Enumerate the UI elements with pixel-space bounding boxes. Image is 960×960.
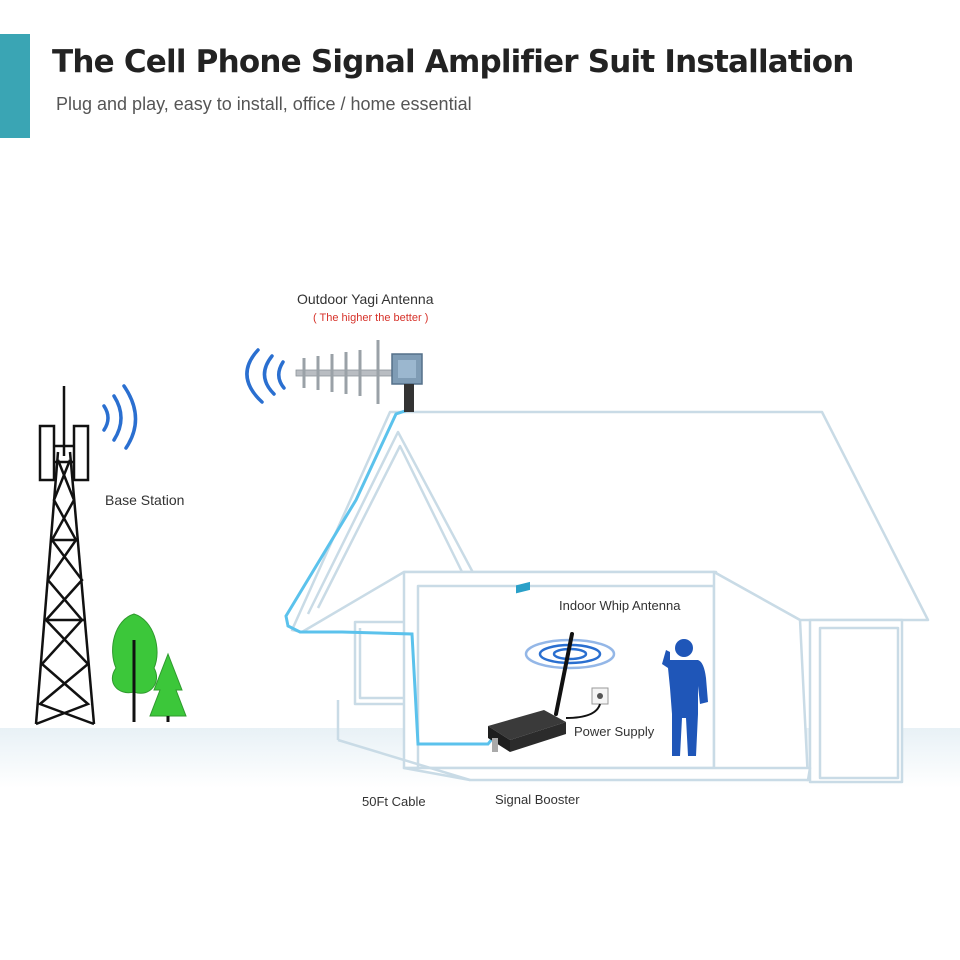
outdoor-antenna-note: ( The higher the better ) xyxy=(313,312,429,324)
cable-label: 50Ft Cable xyxy=(362,794,426,809)
coax-cable xyxy=(284,408,498,746)
power-supply-label: Power Supply xyxy=(574,724,655,739)
accent-bar xyxy=(0,34,30,138)
house xyxy=(290,410,930,784)
whip-antenna xyxy=(554,632,574,716)
tower-signal-waves xyxy=(102,384,138,450)
page-subtitle: Plug and play, easy to install, office /… xyxy=(56,94,472,114)
signal-booster-label: Signal Booster xyxy=(495,792,580,807)
indoor-antenna-label: Indoor Whip Antenna xyxy=(559,598,681,613)
page-title: The Cell Phone Signal Amplifier Suit Ins… xyxy=(52,44,854,80)
base-station-label: Base Station xyxy=(105,492,185,508)
power-supply xyxy=(565,687,609,719)
yagi-antenna xyxy=(295,340,423,412)
base-station-tower xyxy=(34,386,96,726)
person-on-phone xyxy=(662,639,708,756)
antenna-signal-waves xyxy=(245,348,286,404)
outdoor-antenna-label: Outdoor Yagi Antenna xyxy=(297,291,434,307)
trees xyxy=(111,613,187,722)
signal-booster xyxy=(488,581,566,752)
